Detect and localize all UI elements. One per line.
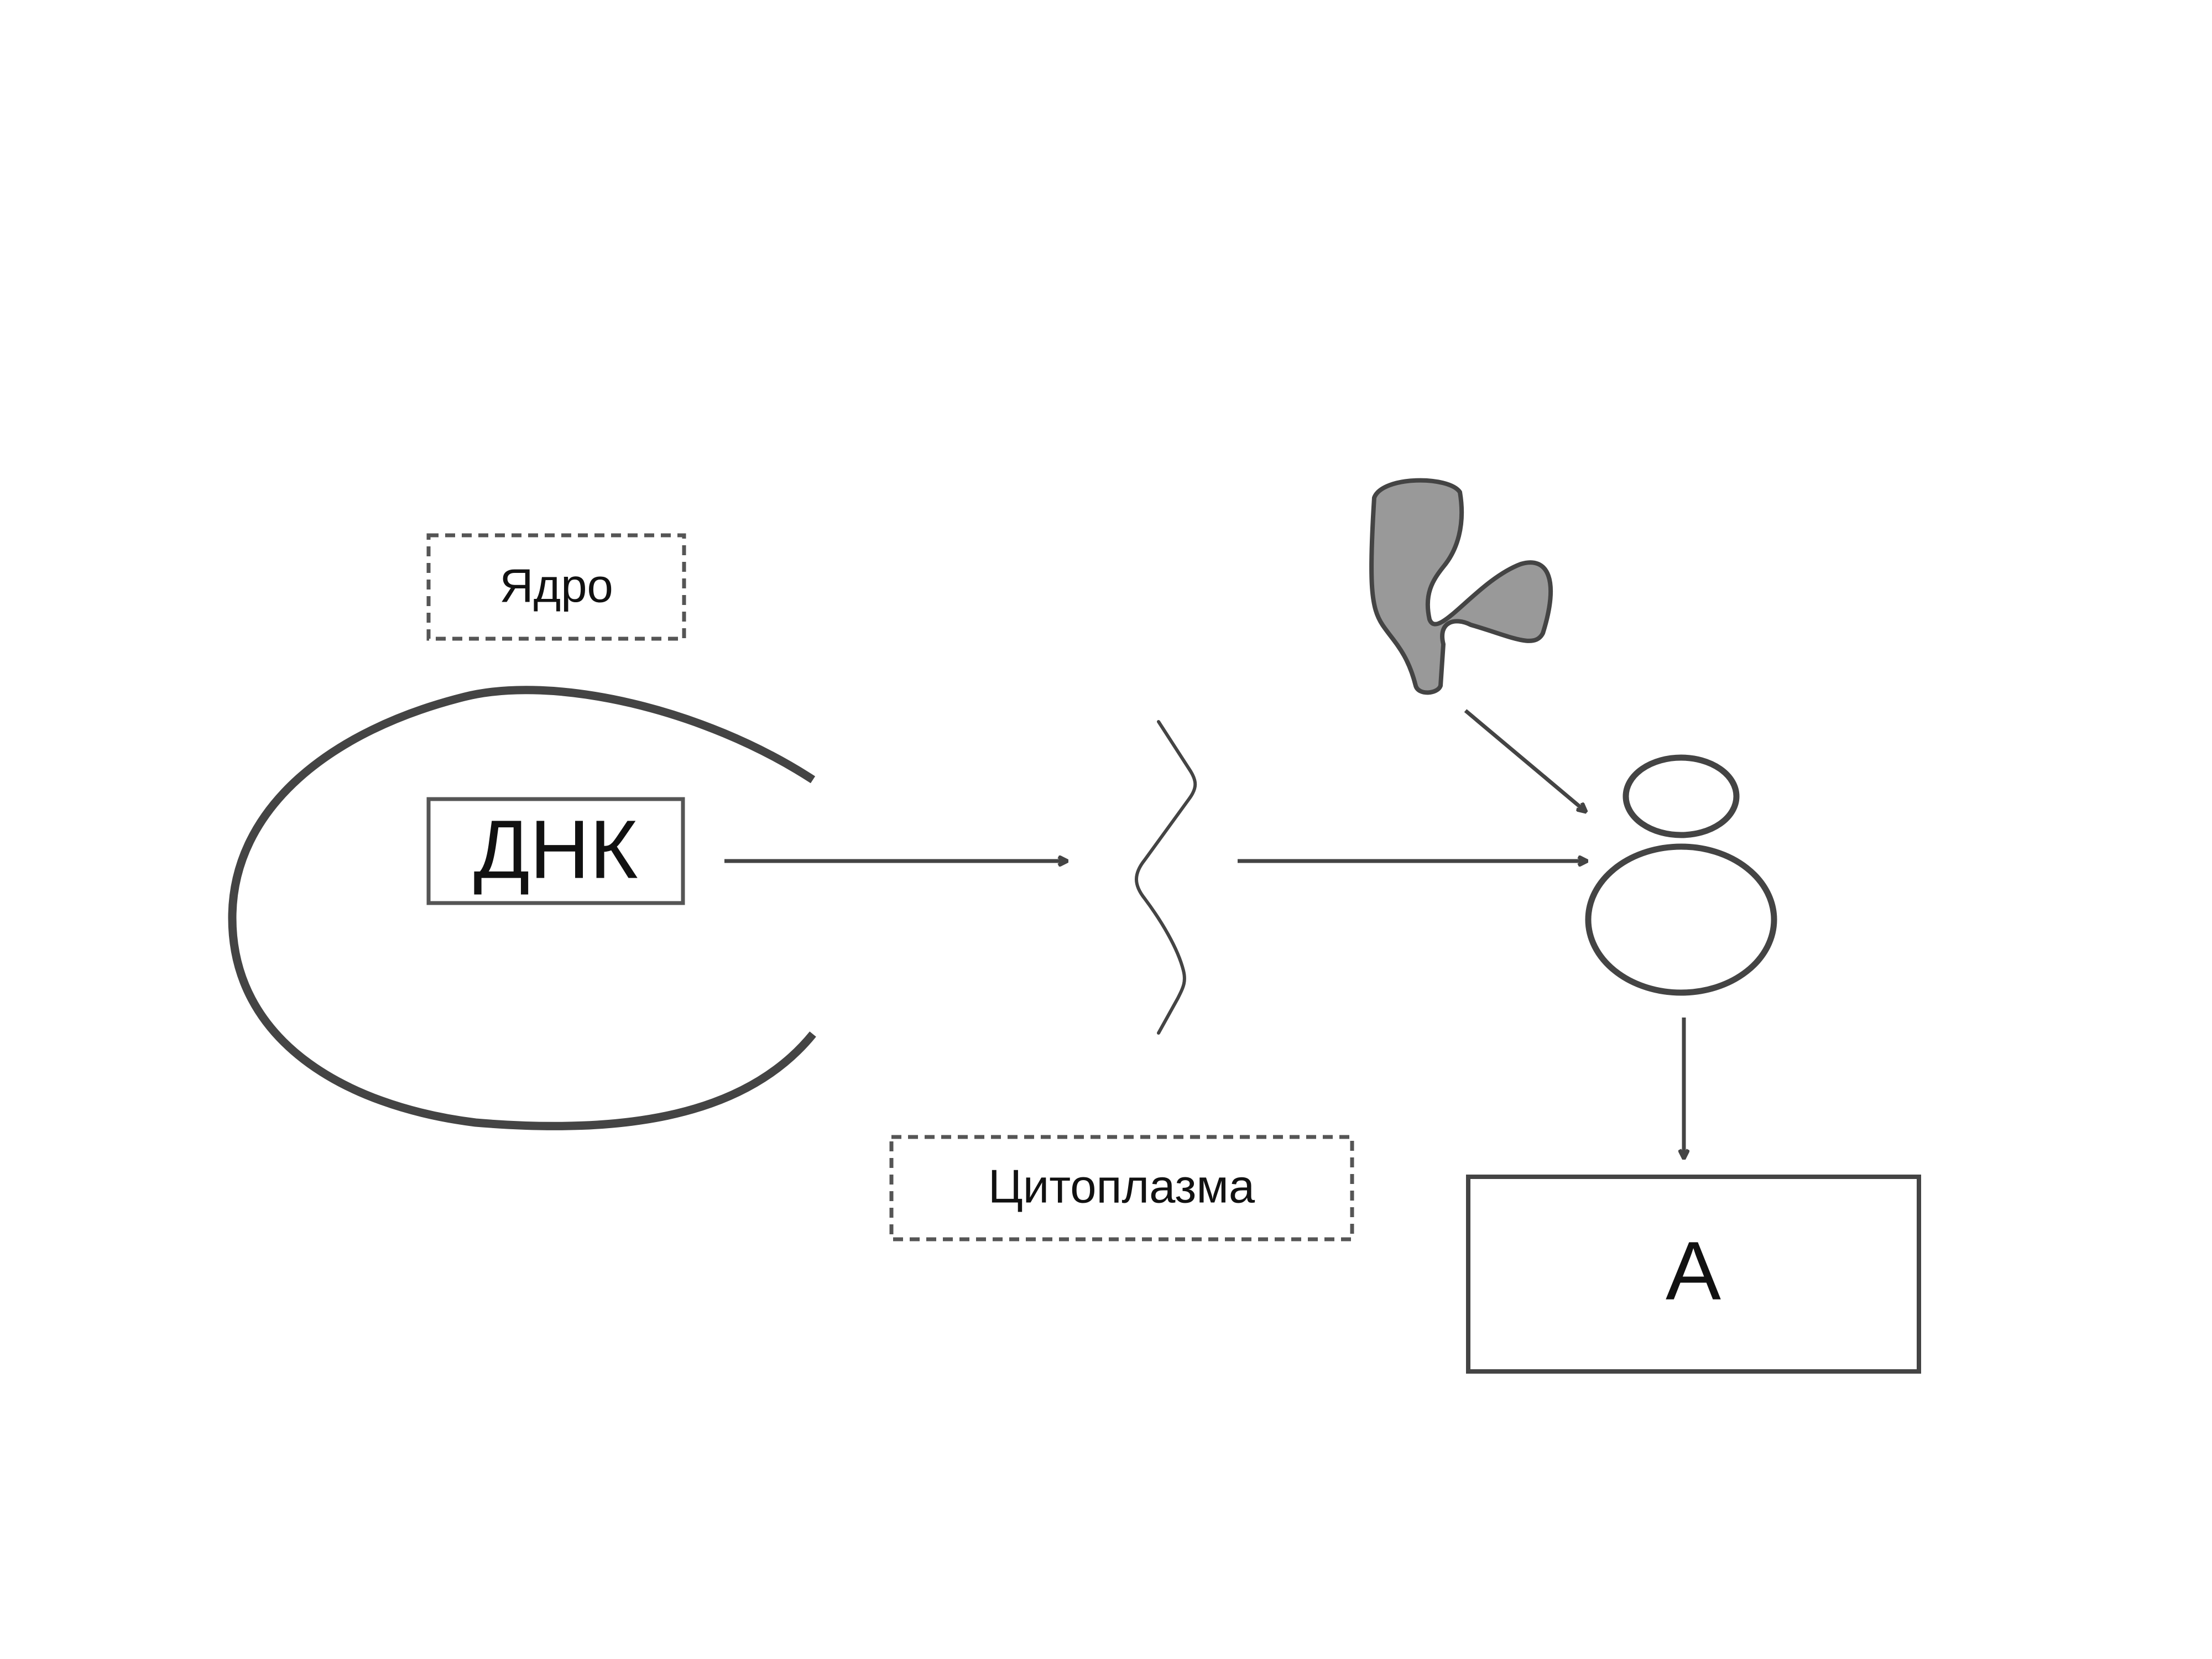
dna-label: ДНК <box>473 803 638 896</box>
product-label: А <box>1666 1224 1721 1317</box>
product-box <box>1466 1175 1921 1374</box>
dna-box <box>426 797 685 905</box>
mrna-strand <box>1135 720 1197 1035</box>
arrow-trna-to-ribosome <box>1464 709 1586 812</box>
ribosome-large-subunit <box>1585 843 1777 996</box>
nucleus-label-box <box>426 533 686 641</box>
cytoplasm-label: Цитоплазма <box>988 1160 1255 1213</box>
nucleus-membrane <box>228 686 816 1130</box>
trna-icon <box>1369 478 1553 695</box>
ribosome-small-subunit <box>1623 754 1740 838</box>
nucleus-label: Ядро <box>499 560 613 612</box>
